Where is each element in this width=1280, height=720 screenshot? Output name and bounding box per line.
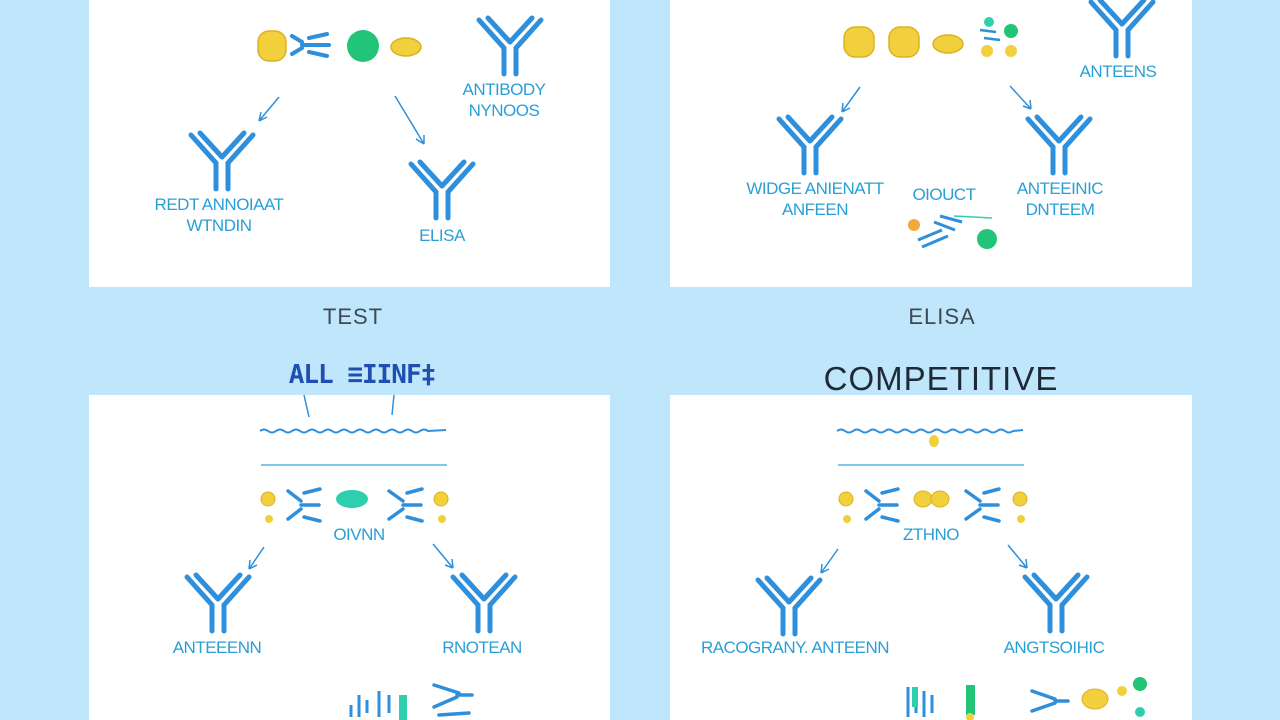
diagram-label: RNOTEAN: [442, 638, 522, 657]
antigen-yellow-icon: [888, 26, 920, 58]
antibody-icon: [776, 114, 844, 176]
arrow-icon: [394, 95, 425, 145]
antigen-cluster-icon: [349, 683, 474, 720]
antibody-icon: [184, 572, 252, 634]
panel-top-left: ANTIBODY NYNOOS REDT ANNOIAAT WTNDIN ELI…: [89, 0, 610, 287]
diagram-label: OIVNN: [333, 525, 385, 544]
antigen-yellow-oval-icon: [390, 37, 422, 57]
diagram-label: ZTHNO: [902, 525, 960, 544]
caption-competitive: COMPETITIVE: [823, 360, 1059, 397]
diagram-label: ANTEENS: [1079, 62, 1157, 81]
diagram-label: ANTEEENN: [172, 638, 262, 657]
antigen-cluster-icon: [908, 214, 997, 249]
arrow-icon: [1007, 544, 1028, 569]
diagram-label: ANGTSOIHIC: [1003, 638, 1105, 657]
antigen-yellow-oval-icon: [932, 34, 964, 54]
diagram-label: OIOUCT: [912, 185, 976, 204]
antigen-yellow-icon: [843, 26, 875, 58]
antibody-small-icon: [290, 32, 331, 58]
antigen-cluster-icon: [979, 17, 1018, 57]
panel-bottom-left: OIVNN ANTEEENN RNOTEAN: [89, 395, 610, 720]
antibody-icon: [476, 15, 544, 77]
diagram-label: ANTEEINIC DNTEEM: [1016, 179, 1104, 219]
arrow-icon: [258, 96, 280, 122]
arrow-icon: [841, 86, 861, 113]
arrow-icon: [1009, 85, 1032, 110]
wavy-line: [259, 428, 447, 434]
diagram-label: RACOGRANY. ANTEENN: [700, 638, 890, 657]
arrow-icon: [432, 543, 454, 569]
antibody-icon: [1022, 572, 1090, 634]
diagram-label: ELISA: [419, 226, 465, 245]
diagram-label: REDT ANNOIAAT WTNDIN: [154, 195, 284, 235]
antibody-icon: [1088, 0, 1156, 59]
arrow-icon: [248, 546, 265, 570]
antigen-cluster-icon: [906, 677, 1147, 720]
antibody-icon: [755, 575, 823, 637]
diagram-label: ANTIBODY NYNOOS: [462, 80, 546, 120]
panel-bottom-left-graphics: [184, 395, 518, 720]
antigen-yellow-oval-icon: [929, 435, 939, 447]
tick-mark: [303, 395, 395, 418]
caption-elisa: ELISA: [908, 304, 976, 329]
wavy-line: [836, 428, 1024, 434]
antibody-icon: [408, 159, 476, 221]
panel-top-left-graphics: [188, 15, 544, 221]
panel-bottom-right: ZTHNO RACOGRANY. ANTEENN ANGTSOIHIC: [670, 395, 1192, 720]
diagram-label: WIDGE ANIENATT ANFEEN: [746, 179, 884, 219]
antibody-icon: [450, 572, 518, 634]
antigen-green-icon: [347, 30, 379, 62]
panel-top-right: ANTEENS WIDGE ANIENATT ANFEEN OIOUCT ANT…: [670, 0, 1192, 287]
caption-test: TEST: [322, 304, 384, 329]
antigen-cluster-icon: [260, 487, 449, 523]
panel-top-right-graphics: [776, 0, 1156, 249]
antibody-icon: [1025, 114, 1093, 176]
antigen-yellow-icon: [257, 30, 287, 62]
antigen-cluster-icon: [838, 487, 1028, 523]
arrow-icon: [820, 548, 839, 574]
caption-handwritten: ALL ≡IINF‡: [288, 360, 437, 390]
antibody-icon: [188, 130, 256, 192]
panel-bottom-right-graphics: [755, 428, 1147, 720]
